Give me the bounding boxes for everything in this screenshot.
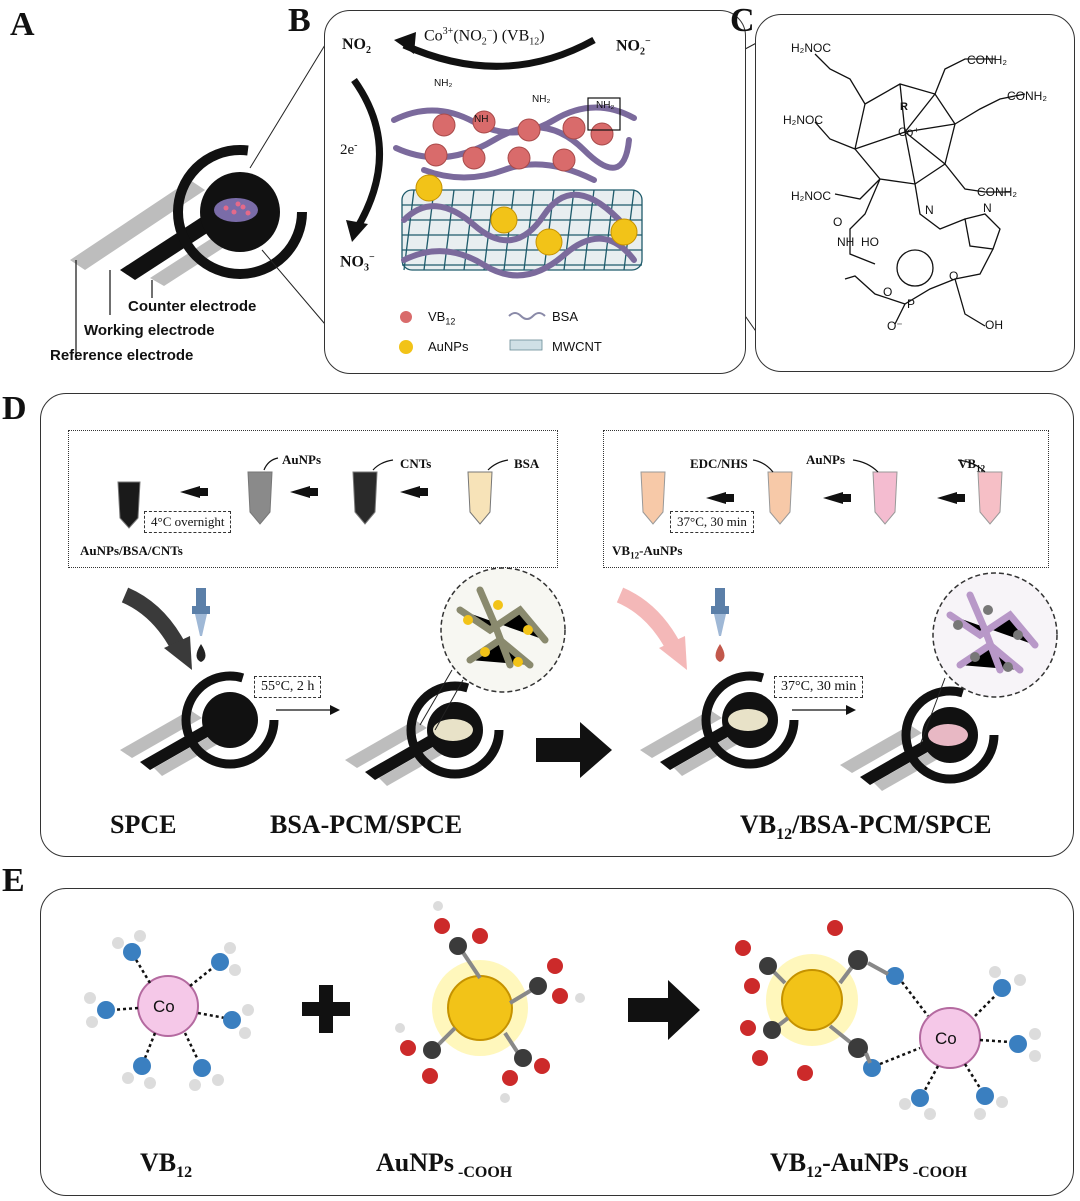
prep-box-right xyxy=(603,430,1049,568)
left-product-label: AuNPs/BSA/CNTs xyxy=(80,543,183,558)
svg-text:H₂NOC: H₂NOC xyxy=(791,189,831,203)
svg-text:HO: HO xyxy=(861,235,879,249)
panel-b-illustration: NH₂ NH₂ NH NH₂ xyxy=(346,32,643,354)
step1-condition-label: 55°C, 2 h xyxy=(254,676,322,698)
left-aunps-label: AuNPs xyxy=(282,452,322,467)
catalyst-label: Co3+(NO2−) (VB12) xyxy=(424,26,545,48)
reference-electrode-label: Reference electrode xyxy=(50,347,194,364)
svg-text:H₂NOC: H₂NOC xyxy=(783,113,823,127)
svg-text:O: O xyxy=(949,269,958,283)
right-condition-label: 37°C, 30 min xyxy=(670,511,754,533)
panel-letter-e: E xyxy=(2,862,25,899)
svg-text:CONH₂: CONH₂ xyxy=(1007,89,1047,103)
nitrate-label: NO3− xyxy=(340,252,375,274)
panel-letter-d: D xyxy=(2,390,27,427)
svg-text:OH: OH xyxy=(985,318,1003,332)
panel-e-molecules: Co Co xyxy=(84,901,1041,1120)
vb12-bsa-pcm-spce-label: VB12/BSA-PCM/SPCE xyxy=(740,810,992,844)
legend-mwcnt: MWCNT xyxy=(552,339,602,354)
svg-text:NH₂: NH₂ xyxy=(434,78,452,89)
left-condition-label: 4°C overnight xyxy=(144,511,232,533)
svg-text:NH: NH xyxy=(837,235,854,249)
svg-text:P: P xyxy=(907,297,915,311)
left-cnts-label: CNTs xyxy=(400,456,432,471)
panel-e-frame xyxy=(40,888,1074,1196)
svg-text:CONH₂: CONH₂ xyxy=(977,185,1017,199)
panel-c-frame xyxy=(755,14,1075,372)
svg-text:CONH₂: CONH₂ xyxy=(967,53,1007,67)
spce-label: SPCE xyxy=(110,810,177,839)
prep-box-left xyxy=(68,430,558,568)
counter-electrode-label: Counter electrode xyxy=(128,298,257,315)
right-aunps-label: AuNPs xyxy=(806,452,846,467)
svg-text:O: O xyxy=(833,215,842,229)
panel-letter-b: B xyxy=(288,2,311,39)
svg-text:H₂NOC: H₂NOC xyxy=(791,41,831,55)
e-aunps-label: AuNPs -COOH xyxy=(376,1148,513,1182)
left-tube-sequence xyxy=(117,457,509,529)
svg-text:O⁻: O⁻ xyxy=(887,319,903,333)
svg-text:NH₂: NH₂ xyxy=(532,94,550,105)
e-vb12-label: VB12 xyxy=(140,1148,193,1182)
svg-text:NH: NH xyxy=(474,114,488,125)
svg-text:Co⁺: Co⁺ xyxy=(898,125,920,139)
panel-letter-a: A xyxy=(10,6,35,43)
working-electrode-label: Working electrode xyxy=(84,322,215,339)
panel-letter-c: C xyxy=(730,2,755,39)
electrode-diagram-a xyxy=(70,145,307,360)
svg-text:N: N xyxy=(925,203,934,217)
svg-text:N: N xyxy=(983,201,992,215)
svg-text:Co: Co xyxy=(153,997,175,1016)
svg-text:NH₂: NH₂ xyxy=(596,100,614,111)
legend-bsa: BSA xyxy=(552,309,579,324)
nitrite-label: NO2− xyxy=(616,36,651,58)
panel-d-process xyxy=(120,567,1058,791)
svg-text:Co: Co xyxy=(935,1029,957,1048)
vb12-structure: H₂NOC CONH₂ CONH₂ H₂NOC H₂NOC CONH₂ R Co… xyxy=(783,41,1047,333)
right-product-label: VB12-AuNPs xyxy=(612,543,683,561)
right-tube-sequence xyxy=(640,459,1003,525)
svg-text:O: O xyxy=(883,285,892,299)
electron-label: 2e- xyxy=(340,140,358,158)
svg-text:R: R xyxy=(900,101,908,113)
legend-vb12: VB12 xyxy=(428,309,456,327)
bsa-pcm-spce-label: BSA-PCM/SPCE xyxy=(270,810,463,839)
e-product-label: VB12-AuNPs -COOH xyxy=(770,1148,968,1182)
no2-label: NO2 xyxy=(342,36,371,57)
right-edc-label: EDC/NHS xyxy=(690,456,748,471)
legend-aunps: AuNPs xyxy=(428,339,469,354)
left-bsa-label: BSA xyxy=(514,456,540,471)
step2-condition-label: 37°C, 30 min xyxy=(774,676,864,698)
